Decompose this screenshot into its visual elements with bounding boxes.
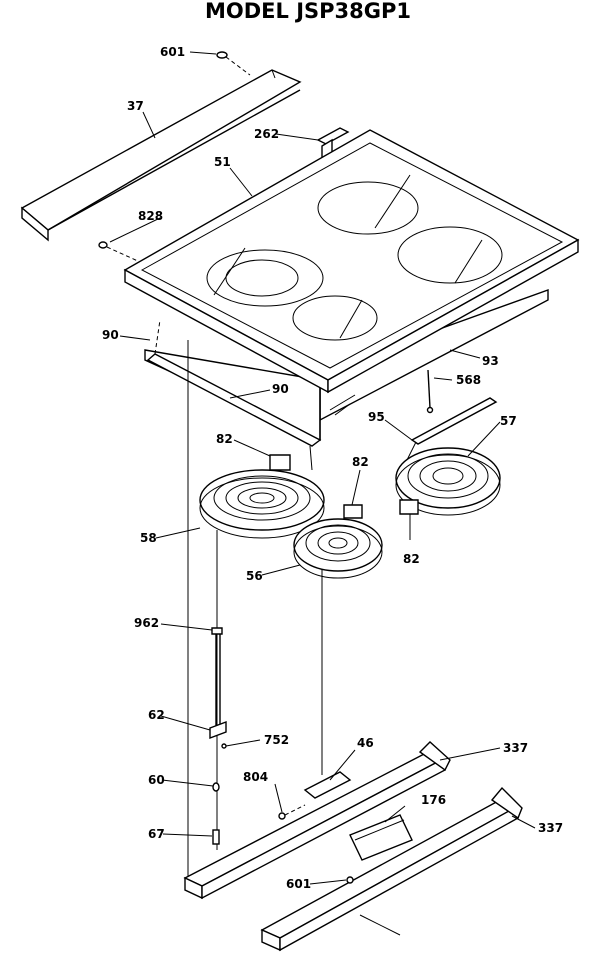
label-82-a: 82 bbox=[216, 432, 233, 446]
label-58: 58 bbox=[140, 531, 157, 545]
label-962: 962 bbox=[134, 616, 159, 630]
label-262: 262 bbox=[254, 127, 279, 141]
label-95: 95 bbox=[368, 410, 385, 424]
label-82-c: 82 bbox=[403, 552, 420, 566]
label-804: 804 bbox=[243, 770, 268, 784]
label-828: 828 bbox=[138, 209, 163, 223]
screw-601-bottom bbox=[346, 876, 354, 884]
surface-unit-57 bbox=[395, 447, 501, 516]
bracket-95 bbox=[397, 369, 498, 479]
label-56: 56 bbox=[246, 569, 263, 583]
label-51: 51 bbox=[214, 155, 231, 169]
cooktop-51 bbox=[123, 129, 580, 442]
label-93: 93 bbox=[482, 354, 499, 368]
label-67: 67 bbox=[148, 827, 165, 841]
label-82-b: 82 bbox=[352, 455, 369, 469]
label-752: 752 bbox=[264, 733, 289, 747]
assembly-leaders bbox=[187, 340, 323, 880]
screw-828 bbox=[98, 241, 141, 263]
label-337-b: 337 bbox=[538, 821, 563, 835]
label-46: 46 bbox=[357, 736, 374, 750]
surface-unit-56 bbox=[293, 504, 383, 579]
rod-assembly-962 bbox=[209, 627, 227, 845]
label-601-bottom: 601 bbox=[286, 877, 311, 891]
surface-unit-58 bbox=[199, 454, 325, 539]
label-601-top: 601 bbox=[160, 45, 185, 59]
label-90-left: 90 bbox=[102, 328, 119, 342]
label-37: 37 bbox=[127, 99, 144, 113]
label-337-a: 337 bbox=[503, 741, 528, 755]
label-176: 176 bbox=[421, 793, 446, 807]
screw-601-top bbox=[216, 51, 251, 76]
screw-804 bbox=[278, 804, 306, 820]
label-568: 568 bbox=[456, 373, 481, 387]
label-90-rail: 90 bbox=[272, 382, 289, 396]
trim-rail-90 bbox=[146, 319, 322, 471]
label-62: 62 bbox=[148, 708, 165, 722]
trim-strip-37 bbox=[20, 69, 302, 242]
label-60: 60 bbox=[148, 773, 165, 787]
bracket-337-upper bbox=[183, 741, 451, 900]
model-title: MODEL JSP38GP1 bbox=[205, 0, 411, 23]
callout-lines bbox=[109, 51, 536, 936]
bracket-337-lower bbox=[260, 786, 523, 952]
label-57: 57 bbox=[500, 414, 517, 428]
